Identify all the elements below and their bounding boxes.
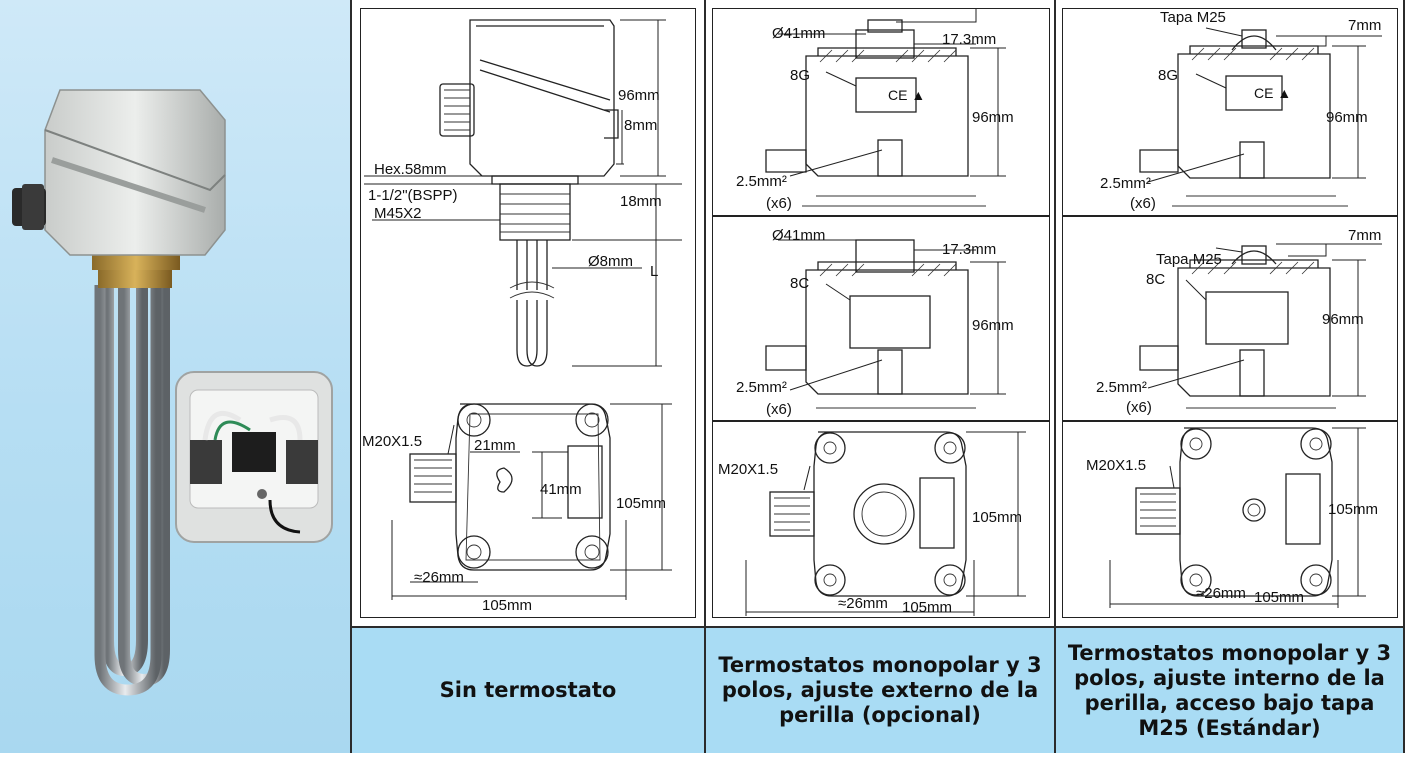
heating-element-tubes xyxy=(94,285,170,696)
drawing-external-knob: CE ▲ Ø41mm 17.3mm 8G 96mm 2.5mm² (x6) xyxy=(718,8,1026,616)
hex-size-label: Hex.58mm xyxy=(374,161,447,178)
offset-x-label: 21mm xyxy=(474,437,516,454)
drawing-internal-knob: CE ▲ Tapa M25 7mm 8G 96mm 2.5mm² (x6) xyxy=(1086,9,1382,608)
wire-size-label-4: 2.5mm² xyxy=(1096,379,1147,396)
wire-qty-label: (x6) xyxy=(766,195,792,212)
box-width-label-2: 105mm xyxy=(902,599,952,616)
top-view-with-dial xyxy=(769,431,967,597)
section-view-8g: CE ▲ xyxy=(765,19,986,207)
box-width-label-3: 105mm xyxy=(1254,589,1304,606)
wire-size-label-2: 2.5mm² xyxy=(736,379,787,396)
caption-text-2: Termostatos monopolar y 3 polos, ajuste … xyxy=(718,653,1042,727)
caption-no-thermostat: Sin termostato xyxy=(352,626,706,753)
wire-qty-label-4: (x6) xyxy=(1126,399,1152,416)
thermostat-code-label-4: 8C xyxy=(1146,271,1165,288)
gland-thread-label: M20X1.5 xyxy=(362,433,422,450)
knob-height-label-2: 17.3mm xyxy=(942,241,996,258)
cap-height-label-2: 7mm xyxy=(1348,227,1381,244)
brass-thread xyxy=(98,270,172,288)
gland-thread-label-3: M20X1.5 xyxy=(1086,457,1146,474)
thermostat-code-label: 8G xyxy=(790,67,810,84)
box-height-label-2: 105mm xyxy=(972,509,1022,526)
thermostat-code-label-2: 8C xyxy=(790,275,809,292)
ce-mark-2: CE ▲ xyxy=(1254,85,1291,101)
cap-label: Tapa M25 xyxy=(1160,9,1226,26)
section-view-8c xyxy=(765,239,976,409)
box-height-label-3: 105mm xyxy=(1328,501,1378,518)
caption-internal-knob: Termostatos monopolar y 3 polos, ajuste … xyxy=(1056,626,1405,753)
open-terminal-box-inset xyxy=(175,371,333,543)
box-height-label: 105mm xyxy=(616,495,666,512)
middle-dimension-lines-3 xyxy=(1147,243,1382,397)
knob-height-label: 17.3mm xyxy=(942,31,996,48)
upper-dimension-lines-3 xyxy=(1147,27,1382,183)
caption-external-knob: Termostatos monopolar y 3 polos, ajuste … xyxy=(706,626,1056,753)
length-label: L xyxy=(650,263,658,280)
product-photo-panel xyxy=(0,0,352,753)
ce-mark: CE ▲ xyxy=(888,87,925,103)
top-view-box xyxy=(409,403,611,571)
gland-length-label-2: ≈26mm xyxy=(838,595,888,612)
gland-length-label: ≈26mm xyxy=(414,569,464,586)
thread-metric-label: M45X2 xyxy=(374,205,422,222)
housing-height-label-3: 96mm xyxy=(1326,109,1368,126)
section-view-8c-cap xyxy=(1139,245,1336,409)
product-photo xyxy=(12,89,333,696)
housing-height-label: 96mm xyxy=(972,109,1014,126)
caption-text-1: Sin termostato xyxy=(439,678,617,702)
right-edge-strip xyxy=(1405,0,1411,753)
knob-diameter-label: Ø41mm xyxy=(772,25,825,42)
cap-label-2: Tapa M25 xyxy=(1156,251,1222,268)
caption-text-3: Termostatos monopolar y 3 polos, ajuste … xyxy=(1067,640,1392,740)
housing-height-label-2: 96mm xyxy=(972,317,1014,334)
top-dimension-lines xyxy=(391,403,672,600)
dim-height-label: 96mm xyxy=(618,87,660,104)
wire-qty-label-2: (x6) xyxy=(766,401,792,418)
wire-size-label-3: 2.5mm² xyxy=(1100,175,1151,192)
tube-diameter-label: Ø8mm xyxy=(588,253,633,270)
terminal-housing xyxy=(12,89,226,256)
drawing-no-thermostat: 96mm 8mm Hex.58mm 1-1/2"(BSPP) M45X2 18m… xyxy=(362,19,682,614)
window-height-label: 41mm xyxy=(540,481,582,498)
box-width-label: 105mm xyxy=(482,597,532,614)
side-view-tubes xyxy=(509,240,555,367)
housing-height-label-4: 96mm xyxy=(1322,311,1364,328)
drawing-cell-no-thermostat: 96mm 8mm Hex.58mm 1-1/2"(BSPP) M45X2 18m… xyxy=(352,0,706,626)
top-view-cap xyxy=(1135,427,1333,597)
thread-bspp-label: 1-1/2"(BSPP) xyxy=(368,187,458,204)
drawing-cell-internal-knob: CE ▲ Tapa M25 7mm 8G 96mm 2.5mm² (x6) xyxy=(1056,0,1405,626)
middle-dimension-lines xyxy=(778,239,1006,395)
upper-dimension-lines xyxy=(778,8,1006,177)
knob-diameter-label-2: Ø41mm xyxy=(772,227,825,244)
gland-length-label-3: ≈26mm xyxy=(1196,585,1246,602)
drawing-cell-external-knob: CE ▲ Ø41mm 17.3mm 8G 96mm 2.5mm² (x6) xyxy=(706,0,1056,626)
thread-length-label: 18mm xyxy=(620,193,662,210)
gland-thread-label-2: M20X1.5 xyxy=(718,461,778,478)
wire-size-label: 2.5mm² xyxy=(736,173,787,190)
side-dimension-lines xyxy=(364,19,682,367)
cap-height-label: 7mm xyxy=(1348,17,1381,34)
top-view-dimensions-3 xyxy=(1109,427,1366,608)
wire-qty-label-3: (x6) xyxy=(1130,195,1156,212)
top-view-dimensions xyxy=(745,431,1026,616)
thermostat-code-label-3: 8G xyxy=(1158,67,1178,84)
dim-gap-label: 8mm xyxy=(624,117,657,134)
section-view-8g-cap: CE ▲ xyxy=(1139,29,1348,207)
side-view-housing xyxy=(439,19,619,241)
